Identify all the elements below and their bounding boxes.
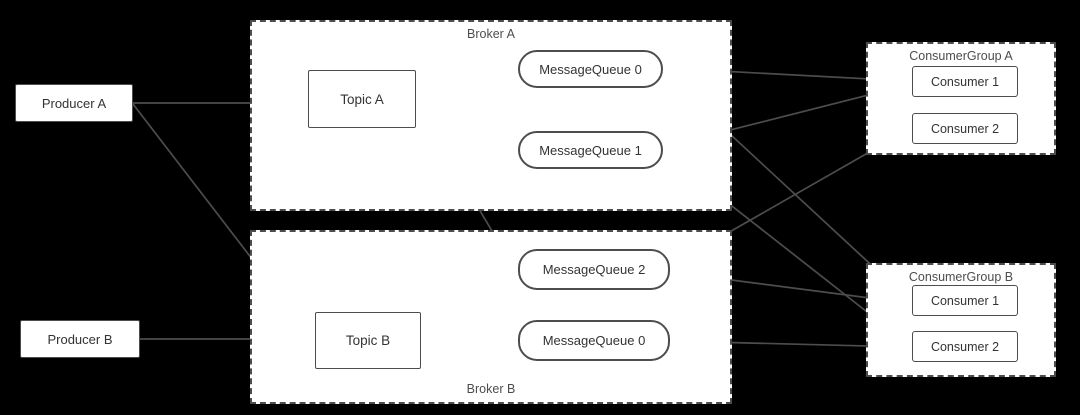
consumer-group-a-label: ConsumerGroup A <box>909 49 1013 63</box>
cg-b-consumer-1[interactable]: Consumer 1 <box>912 285 1018 316</box>
producer-a[interactable]: Producer A <box>15 84 133 122</box>
topic-a[interactable]: Topic A <box>308 70 416 128</box>
broker-b-mq-2[interactable]: MessageQueue 2 <box>518 249 670 290</box>
broker-a-mq-0[interactable]: MessageQueue 0 <box>518 50 663 88</box>
cg-a-consumer-2[interactable]: Consumer 2 <box>912 113 1018 144</box>
broker-b-mq-0[interactable]: MessageQueue 0 <box>518 320 670 361</box>
cg-a-consumer-1[interactable]: Consumer 1 <box>912 66 1018 97</box>
consumer-group-a: ConsumerGroup A <box>866 42 1056 155</box>
broker-a-mq-1[interactable]: MessageQueue 1 <box>518 131 663 169</box>
consumer-group-b-label: ConsumerGroup B <box>908 270 1014 284</box>
broker-a-label: Broker A <box>467 27 515 41</box>
broker-b-label: Broker B <box>466 381 516 396</box>
topic-b[interactable]: Topic B <box>315 312 421 369</box>
cg-b-consumer-2[interactable]: Consumer 2 <box>912 331 1018 362</box>
producer-b[interactable]: Producer B <box>20 320 140 358</box>
